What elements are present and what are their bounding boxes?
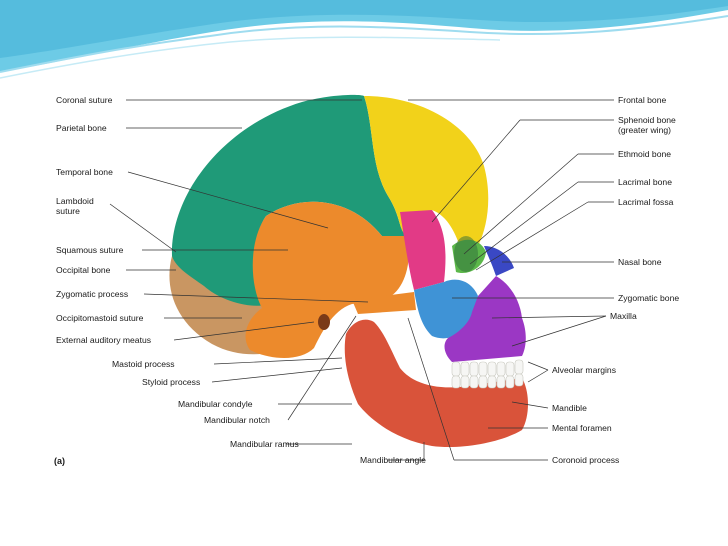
label-temporal-bone: Temporal bone: [56, 167, 113, 177]
label-mandibular-ramus: Mandibular ramus: [230, 439, 299, 449]
label-zygomatic-bone: Zygomatic bone: [618, 293, 679, 303]
nasal-bone-region: [484, 246, 514, 276]
label-maxilla: Maxilla: [610, 311, 637, 321]
external-ear-opening: [318, 314, 330, 330]
panel-label: (a): [54, 456, 65, 466]
skull-diagram: [52, 86, 700, 472]
label-mastoid-process: Mastoid process: [112, 359, 175, 369]
label-occipitomastoid-suture: Occipitomastoid suture: [56, 313, 143, 323]
label-mental-foramen: Mental foramen: [552, 423, 612, 433]
label-lambdoid-suture-line1: Lambdoid: [56, 196, 94, 206]
label-mandibular-notch: Mandibular notch: [204, 415, 270, 425]
label-zygomatic-process: Zygomatic process: [56, 289, 128, 299]
label-mandible: Mandible: [552, 403, 587, 413]
label-external-auditory-meatus: External auditory meatus: [56, 335, 151, 345]
label-mandibular-condyle: Mandibular condyle: [178, 399, 253, 409]
label-parietal-bone: Parietal bone: [56, 123, 107, 133]
label-nasal-bone: Nasal bone: [618, 257, 661, 267]
label-frontal-bone: Frontal bone: [618, 95, 666, 105]
header-wave: [0, 0, 728, 85]
label-mandibular-angle: Mandibular angle: [360, 455, 426, 465]
label-ethmoid-bone: Ethmoid bone: [618, 149, 671, 159]
label-sphenoid-bone-line2: (greater wing): [618, 125, 671, 135]
label-coronoid-process: Coronoid process: [552, 455, 619, 465]
label-occipital-bone: Occipital bone: [56, 265, 110, 275]
sphenoid-bone-region: [400, 210, 446, 290]
label-squamous-suture: Squamous suture: [56, 245, 123, 255]
label-lacrimal-fossa: Lacrimal fossa: [618, 197, 673, 207]
label-alveolar-margins: Alveolar margins: [552, 365, 616, 375]
skull-figure: Coronal suture Parietal bone Temporal bo…: [52, 86, 700, 472]
label-lambdoid-suture-line2: suture: [56, 206, 80, 216]
label-styloid-process: Styloid process: [142, 377, 200, 387]
label-coronal-suture: Coronal suture: [56, 95, 112, 105]
orbit-region: [454, 236, 478, 272]
label-lacrimal-bone: Lacrimal bone: [618, 177, 672, 187]
label-sphenoid-bone-line1: Sphenoid bone: [618, 115, 676, 125]
